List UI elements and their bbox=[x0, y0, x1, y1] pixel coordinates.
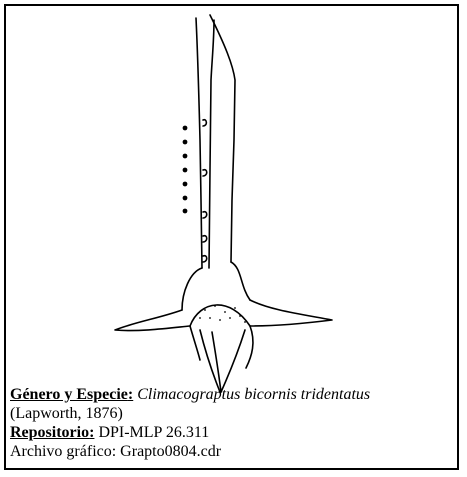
lower-keel-right bbox=[221, 330, 245, 392]
dot-column bbox=[183, 126, 188, 214]
genus-label: Género y Especie bbox=[10, 386, 128, 403]
specimen-caption: Género y Especie: Climacograptus bicorni… bbox=[10, 385, 450, 461]
species-line: Género y Especie: Climacograptus bicorni… bbox=[10, 385, 450, 404]
stipe-inner-line bbox=[209, 20, 214, 268]
author-line: (Lapworth, 1876) bbox=[10, 404, 450, 423]
theca-5 bbox=[203, 256, 207, 262]
theca-4 bbox=[203, 236, 207, 242]
theca-1 bbox=[203, 120, 206, 126]
theca-3 bbox=[203, 212, 207, 218]
repository-colon: : bbox=[89, 424, 94, 441]
repository-label: Repositorio bbox=[10, 424, 89, 441]
spine-right bbox=[250, 300, 332, 326]
theca-2 bbox=[203, 170, 207, 176]
central-disc bbox=[190, 305, 250, 326]
stipe-right-margin bbox=[210, 15, 235, 262]
file-line: Archivo gráfico: Grapto0804.cdr bbox=[10, 442, 450, 461]
genus-colon: : bbox=[128, 386, 133, 403]
basal-collar-right bbox=[231, 262, 250, 300]
species-name: Climacograptus bicornis tridentatus bbox=[137, 386, 370, 403]
repository-value: DPI-MLP 26.311 bbox=[98, 424, 209, 441]
basal-collar-left bbox=[182, 268, 202, 310]
lower-keel-outer-right bbox=[246, 326, 253, 368]
spine-left bbox=[115, 310, 190, 331]
lower-keel-outer bbox=[190, 326, 200, 360]
repository-line: Repositorio: DPI-MLP 26.311 bbox=[10, 423, 450, 442]
stipe-left-margin bbox=[196, 18, 202, 268]
